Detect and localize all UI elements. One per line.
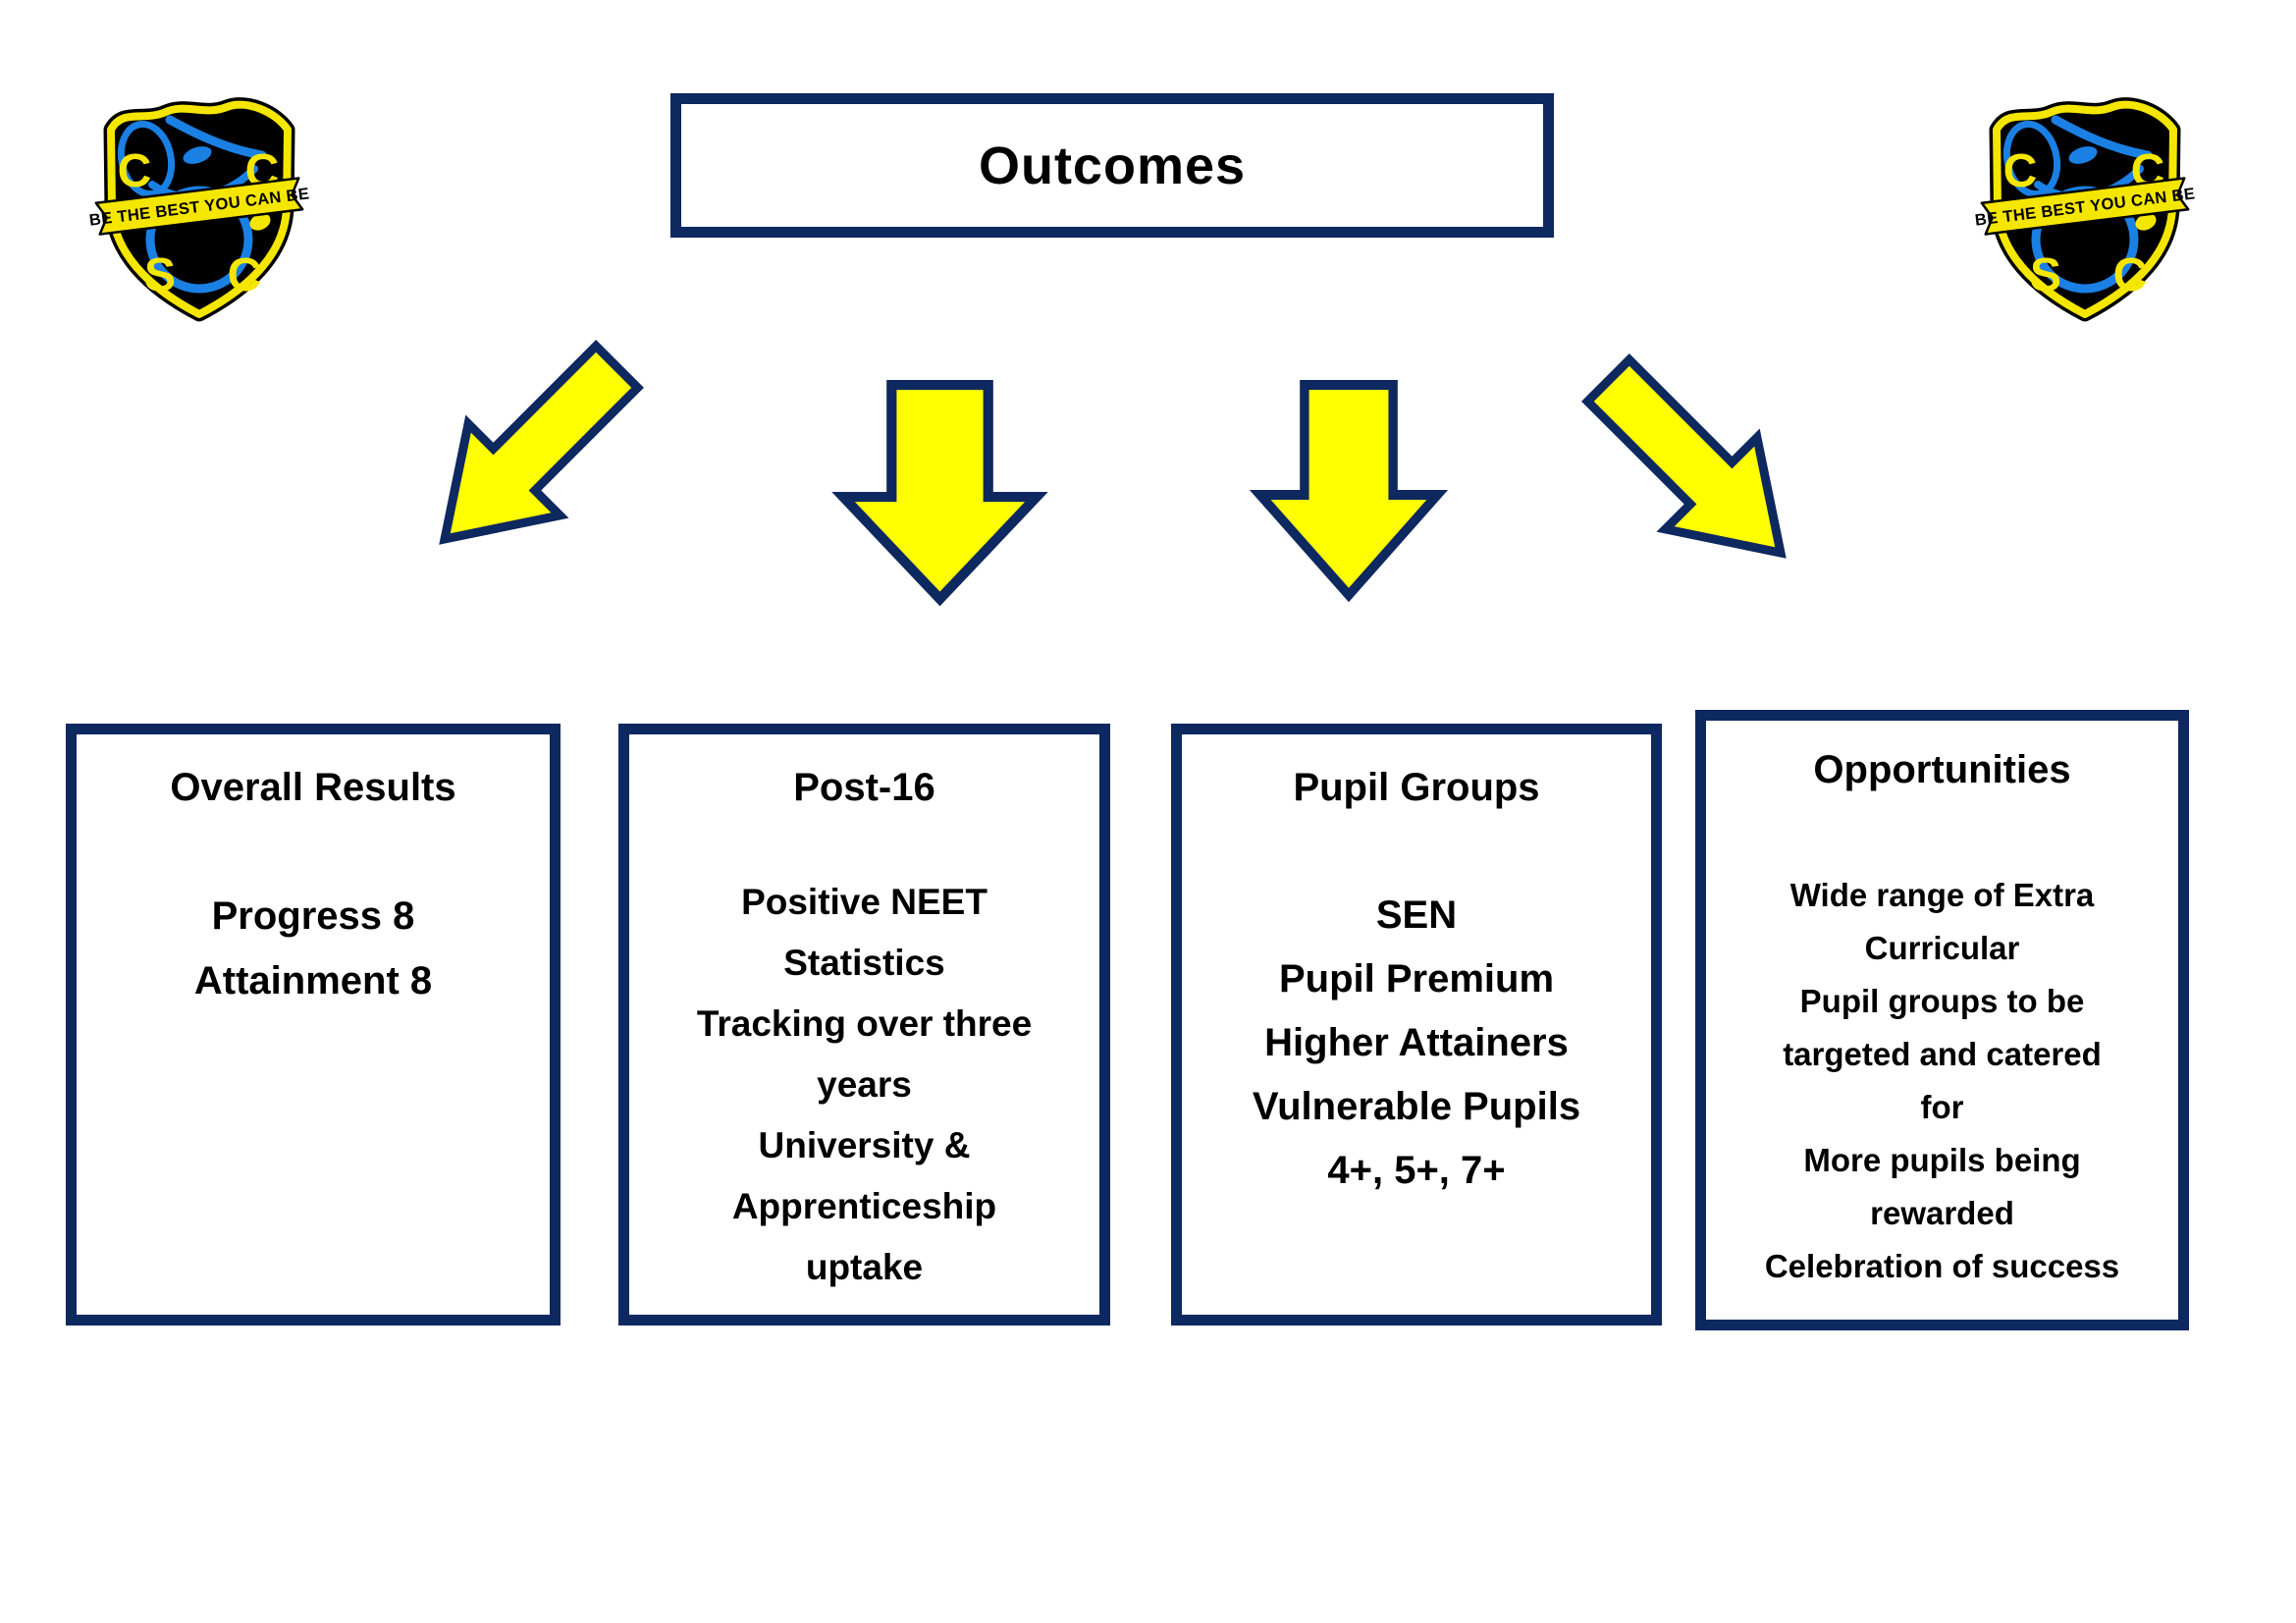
box-line: Statistics [783, 943, 945, 983]
box-line: Apprenticeship [731, 1186, 997, 1226]
crest-letter-c1: C [118, 145, 152, 197]
box-title: Pupil Groups [1293, 766, 1540, 809]
box-line: for [1920, 1089, 1964, 1125]
box-line: Vulnerable Pupils [1252, 1085, 1581, 1128]
overall-results-box: Overall Results Progress 8 Attainment 8 [66, 724, 561, 1325]
box-line: years [817, 1064, 912, 1105]
box-line: More pupils being [1803, 1142, 2081, 1178]
box-line: rewarded [1870, 1195, 2014, 1231]
box-line: Celebration of success [1764, 1248, 2120, 1284]
page-title: Outcomes [978, 135, 1247, 195]
crest-motto-banner: BE THE BEST YOU CAN BE [1974, 177, 2196, 236]
outcomes-title-box: Outcomes [670, 93, 1554, 238]
box-line: Tracking over three [696, 1003, 1033, 1044]
down-arrow-icon [831, 379, 1048, 607]
crest-letter-s: S [2030, 249, 2061, 301]
box-line: SEN [1375, 893, 1458, 937]
post-16-box: Post-16 Positive NEET Statistics Trackin… [618, 724, 1110, 1325]
box-line: Higher Attainers [1264, 1021, 1569, 1064]
box-line: University & [758, 1125, 971, 1165]
crest-letter-c3: C [228, 249, 262, 301]
school-crest-logo-left: C C S C BE THE BEST YOU CAN BE [88, 97, 310, 322]
box-line: Positive NEET [741, 882, 988, 922]
box-line: Wide range of Extra [1789, 877, 2095, 913]
school-crest-logo-right: C C S C BE THE BEST YOU CAN BE [1974, 97, 2196, 322]
opportunities-box: Opportunities Wide range of Extra Curric… [1695, 710, 2189, 1330]
down-left-arrow-icon [392, 315, 667, 591]
box-title: Opportunities [1813, 748, 2071, 791]
box-title: Overall Results [170, 766, 456, 809]
box-line: Progress 8 [211, 894, 415, 938]
box-title: Post-16 [793, 766, 935, 809]
box-line: Pupil Premium [1278, 957, 1555, 1001]
box-line: 4+, 5+, 7+ [1327, 1149, 1506, 1192]
pupil-groups-box: Pupil Groups SEN Pupil Premium Higher At… [1171, 724, 1662, 1325]
box-line: Curricular [1864, 930, 2020, 966]
box-line: uptake [805, 1247, 924, 1287]
crest-letter-c3: C [2113, 249, 2148, 301]
crest-letter-c1: C [2003, 145, 2038, 197]
crest-letter-s: S [144, 249, 176, 301]
box-line: targeted and catered [1783, 1036, 2102, 1072]
down-arrow-icon [1249, 380, 1449, 603]
down-right-arrow-icon [1557, 329, 1833, 605]
box-line: Attainment 8 [193, 959, 433, 1002]
box-line: Pupil groups to be [1799, 983, 2085, 1019]
